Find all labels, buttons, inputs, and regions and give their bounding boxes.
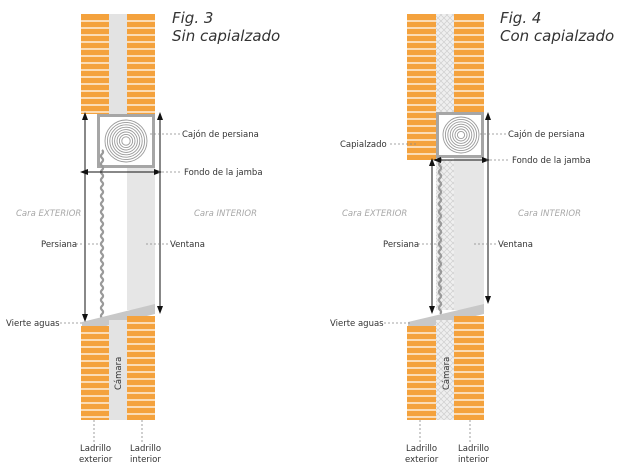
label-ventana: Ventana: [170, 240, 205, 250]
exterior-brick-top: [81, 14, 109, 114]
window-sill: [82, 304, 155, 332]
label-ladrillo-exterior-1-2: Ladrillo: [406, 444, 437, 454]
window-frame: [127, 168, 155, 310]
figure-4-title: Fig. 4: [500, 9, 541, 27]
label-fondo: Fondo de la jamba: [184, 168, 263, 178]
label-cajon-2: Cajón de persiana: [508, 129, 585, 140]
label-ladrillo-interior-1: Ladrillo: [130, 444, 161, 454]
interior-brick-top: [127, 14, 155, 114]
exterior-brick-bottom: [81, 326, 109, 420]
figure-3-title: Fig. 3: [172, 9, 213, 27]
label-vierte-aguas: Vierte aguas: [6, 319, 60, 329]
figure-4-subtitle: Con capialzado: [500, 27, 614, 45]
label-camara-2: Cámara: [442, 357, 452, 390]
interior-brick-bottom-2: [454, 316, 484, 420]
label-cajon: Cajón de persiana: [182, 129, 259, 140]
label-ladrillo-exterior-1: Ladrillo: [80, 444, 111, 454]
window-frame-2: [454, 158, 484, 310]
air-cavity-top: [109, 14, 127, 114]
shutter-curtain: [99, 149, 105, 319]
air-cavity-top-2: [436, 14, 454, 114]
air-cavity-bottom-2: [436, 320, 454, 420]
label-persiana: Persiana: [41, 240, 77, 250]
label-camara: Cámara: [114, 357, 124, 390]
label-ladrillo-exterior-2: exterior: [79, 455, 113, 465]
shutter-roll-icon-2: [442, 116, 480, 154]
label-vierte-aguas-2: Vierte aguas: [330, 319, 384, 329]
label-cara-exterior-2: Cara EXTERIOR: [342, 209, 407, 219]
interior-brick-top-2: [454, 14, 484, 112]
figure-3: Fig. 3 Sin capialzado Cajón de persiana …: [6, 9, 280, 465]
label-ladrillo-interior-2: interior: [130, 455, 161, 465]
label-ladrillo-interior-1-2: Ladrillo: [458, 444, 489, 454]
shutter-roll-icon: [104, 119, 148, 163]
exterior-brick-top-2: [407, 14, 436, 160]
label-fondo-2: Fondo de la jamba: [512, 156, 591, 166]
interior-brick-bottom: [127, 316, 155, 420]
shutter-curtain-2: [437, 157, 443, 315]
label-ladrillo-exterior-2-2: exterior: [405, 455, 439, 465]
label-capialzado: Capialzado: [340, 140, 387, 150]
label-cara-interior-2: Cara INTERIOR: [518, 209, 581, 219]
figure-4: Fig. 4 Con capialzado Capialzado Cajón d…: [330, 9, 614, 465]
label-persiana-2: Persiana: [383, 240, 419, 250]
exterior-brick-bottom-2: [407, 326, 436, 420]
label-cara-interior: Cara INTERIOR: [194, 209, 257, 219]
figure-3-subtitle: Sin capialzado: [172, 27, 280, 45]
window-sill-2: [408, 304, 484, 332]
label-ventana-2: Ventana: [498, 240, 533, 250]
air-cavity-bottom: [109, 320, 127, 420]
label-ladrillo-interior-2-2: interior: [458, 455, 489, 465]
label-cara-exterior: Cara EXTERIOR: [16, 209, 81, 219]
